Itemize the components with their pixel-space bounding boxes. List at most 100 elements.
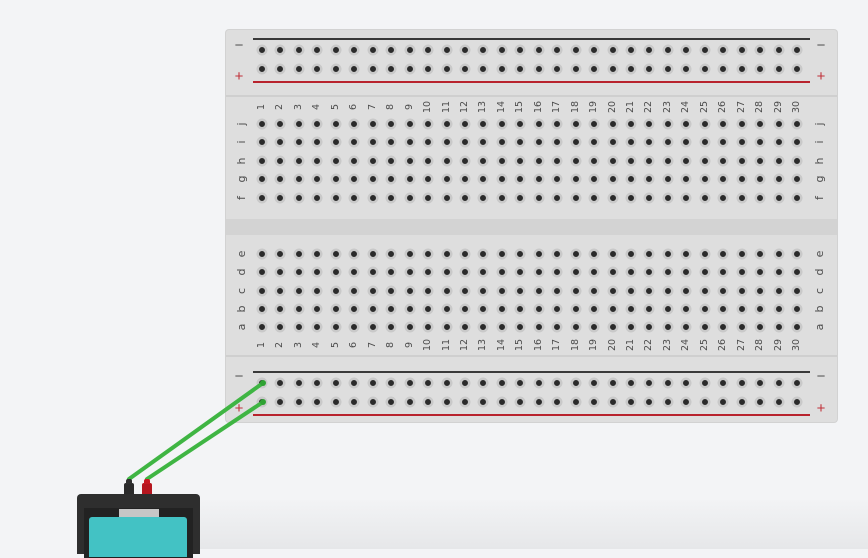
hole-b12[interactable] xyxy=(459,303,471,315)
top-rail-negative-hole-26[interactable] xyxy=(717,44,729,56)
hole-j1[interactable] xyxy=(256,118,268,130)
hole-i7[interactable] xyxy=(367,136,379,148)
hole-j27[interactable] xyxy=(736,118,748,130)
hole-f4[interactable] xyxy=(311,192,323,204)
hole-i20[interactable] xyxy=(607,136,619,148)
top-rail-positive-hole-19[interactable] xyxy=(588,63,600,75)
hole-b1[interactable] xyxy=(256,303,268,315)
hole-b19[interactable] xyxy=(588,303,600,315)
hole-d11[interactable] xyxy=(441,266,452,278)
top-rail-negative-hole-23[interactable] xyxy=(662,44,674,56)
top-rail-negative-hole-12[interactable] xyxy=(459,44,471,56)
bottom-rail-negative-hole-8[interactable] xyxy=(385,377,397,389)
hole-c4[interactable] xyxy=(311,285,323,297)
hole-f17[interactable] xyxy=(551,192,563,204)
hole-a27[interactable] xyxy=(736,321,748,333)
hole-j30[interactable] xyxy=(791,118,803,130)
bottom-rail-positive-hole-26[interactable] xyxy=(717,396,729,408)
hole-g30[interactable] xyxy=(791,173,803,185)
bottom-rail-negative-hole-3[interactable] xyxy=(293,377,305,389)
bottom-rail-negative-hole-29[interactable] xyxy=(773,377,785,389)
bottom-rail-negative-hole-13[interactable] xyxy=(477,377,489,389)
hole-f7[interactable] xyxy=(367,192,379,204)
hole-h7[interactable] xyxy=(367,155,379,167)
hole-i9[interactable] xyxy=(404,136,416,148)
top-rail-negative-hole-20[interactable] xyxy=(607,44,619,56)
hole-h23[interactable] xyxy=(662,155,674,167)
bottom-rail-negative-hole-27[interactable] xyxy=(736,377,748,389)
hole-h4[interactable] xyxy=(311,155,323,167)
hole-j23[interactable] xyxy=(662,118,674,130)
bottom-rail-positive-hole-7[interactable] xyxy=(367,396,379,408)
hole-g15[interactable] xyxy=(514,173,526,185)
hole-i22[interactable] xyxy=(643,136,655,148)
top-rail-positive-hole-18[interactable] xyxy=(570,63,582,75)
bottom-rail-negative-hole-26[interactable] xyxy=(717,377,729,389)
hole-a24[interactable] xyxy=(680,321,692,333)
hole-i3[interactable] xyxy=(293,136,305,148)
hole-a9[interactable] xyxy=(404,321,416,333)
hole-i21[interactable] xyxy=(625,136,637,148)
top-rail-negative-hole-24[interactable] xyxy=(680,44,692,56)
hole-f5[interactable] xyxy=(330,192,342,204)
hole-a7[interactable] xyxy=(367,321,379,333)
hole-e2[interactable] xyxy=(274,248,286,260)
hole-c6[interactable] xyxy=(348,285,360,297)
bottom-rail-negative-hole-5[interactable] xyxy=(330,377,342,389)
hole-f27[interactable] xyxy=(736,192,748,204)
hole-i25[interactable] xyxy=(699,136,711,148)
top-rail-negative-hole-4[interactable] xyxy=(311,44,323,56)
hole-d26[interactable] xyxy=(717,266,729,278)
bottom-rail-positive-hole-30[interactable] xyxy=(791,396,803,408)
hole-g7[interactable] xyxy=(367,173,379,185)
hole-a2[interactable] xyxy=(274,321,286,333)
top-rail-negative-hole-7[interactable] xyxy=(367,44,379,56)
hole-g18[interactable] xyxy=(570,173,582,185)
hole-i26[interactable] xyxy=(717,136,729,148)
hole-a20[interactable] xyxy=(607,321,619,333)
hole-b8[interactable] xyxy=(385,303,397,315)
hole-f9[interactable] xyxy=(404,192,416,204)
hole-a1[interactable] xyxy=(256,321,268,333)
hole-g1[interactable] xyxy=(256,173,268,185)
bottom-rail-positive-hole-22[interactable] xyxy=(643,396,655,408)
hole-c8[interactable] xyxy=(385,285,397,297)
hole-c25[interactable] xyxy=(699,285,711,297)
hole-i17[interactable] xyxy=(551,136,563,148)
hole-c12[interactable] xyxy=(459,285,471,297)
bottom-rail-positive-hole-9[interactable] xyxy=(404,396,416,408)
top-rail-positive-hole-15[interactable] xyxy=(514,63,526,75)
hole-a23[interactable] xyxy=(662,321,674,333)
hole-h9[interactable] xyxy=(404,155,416,167)
top-rail-negative-hole-17[interactable] xyxy=(551,44,563,56)
hole-a16[interactable] xyxy=(533,321,545,333)
hole-h29[interactable] xyxy=(773,155,785,167)
top-rail-negative-hole-2[interactable] xyxy=(274,44,286,56)
bottom-rail-positive-hole-12[interactable] xyxy=(459,396,471,408)
bottom-rail-negative-hole-23[interactable] xyxy=(662,377,674,389)
hole-h16[interactable] xyxy=(533,155,545,167)
hole-g22[interactable] xyxy=(643,173,655,185)
hole-f26[interactable] xyxy=(717,192,729,204)
hole-e24[interactable] xyxy=(680,248,692,260)
top-rail-negative-hole-18[interactable] xyxy=(570,44,582,56)
hole-g19[interactable] xyxy=(588,173,600,185)
hole-c26[interactable] xyxy=(717,285,729,297)
bottom-rail-negative-hole-14[interactable] xyxy=(496,377,508,389)
bottom-rail-positive-hole-11[interactable] xyxy=(441,396,452,408)
top-rail-negative-hole-22[interactable] xyxy=(643,44,655,56)
hole-c13[interactable] xyxy=(477,285,489,297)
hole-g14[interactable] xyxy=(496,173,508,185)
hole-i15[interactable] xyxy=(514,136,526,148)
hole-i5[interactable] xyxy=(330,136,342,148)
bottom-rail-positive-hole-27[interactable] xyxy=(736,396,748,408)
hole-f3[interactable] xyxy=(293,192,305,204)
hole-b27[interactable] xyxy=(736,303,748,315)
hole-b16[interactable] xyxy=(533,303,545,315)
hole-a6[interactable] xyxy=(348,321,360,333)
hole-b21[interactable] xyxy=(625,303,637,315)
bottom-rail-positive-hole-15[interactable] xyxy=(514,396,526,408)
hole-g25[interactable] xyxy=(699,173,711,185)
hole-e26[interactable] xyxy=(717,248,729,260)
hole-e7[interactable] xyxy=(367,248,379,260)
